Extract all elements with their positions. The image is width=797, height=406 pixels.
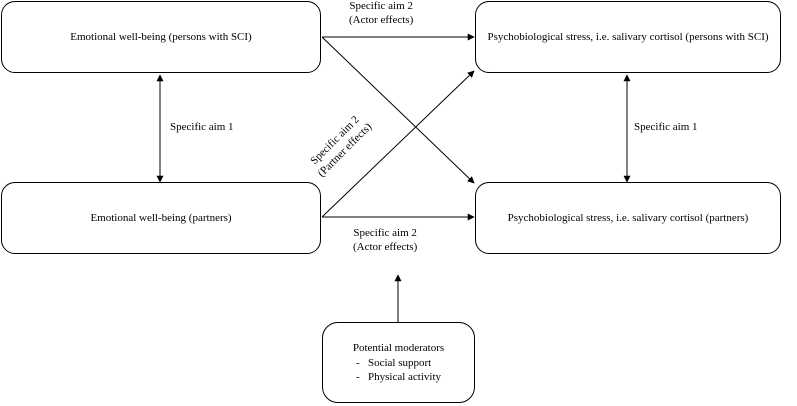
node-label: Emotional well-being (partners) <box>90 211 232 224</box>
node-stress-partners: Psychobiological stress, i.e. salivary c… <box>475 182 781 254</box>
moderator-item: -Physical activity <box>355 371 441 384</box>
node-label: Emotional well-being (persons with SCI) <box>70 30 252 43</box>
moderator-item: -Social support <box>355 356 432 369</box>
label-specific-aim-1-right: Specific aim 1 <box>634 121 698 133</box>
moderators-title: Potential moderators <box>352 341 445 354</box>
moderators-list: -Social support -Physical activity <box>356 356 441 385</box>
node-stress-sci: Psychobiological stress, i.e. salivary c… <box>475 1 781 73</box>
node-emotional-wellbeing-sci: Emotional well-being (persons with SCI) <box>1 1 321 73</box>
edge-partner-up <box>321 70 475 218</box>
node-label: Psychobiological stress, i.e. salivary c… <box>487 30 769 43</box>
label-specific-aim-2-actor-top: Specific aim 2 (Actor effects) <box>349 0 414 26</box>
node-emotional-wellbeing-partners: Emotional well-being (partners) <box>1 182 321 254</box>
label-specific-aim-2-actor-bottom: Specific aim 2 (Actor effects) <box>353 227 418 253</box>
edge-partner-down <box>321 36 475 184</box>
label-specific-aim-1-left: Specific aim 1 <box>170 121 234 133</box>
node-potential-moderators: Potential moderators -Social support -Ph… <box>322 322 475 403</box>
node-label: Psychobiological stress, i.e. salivary c… <box>507 211 749 224</box>
